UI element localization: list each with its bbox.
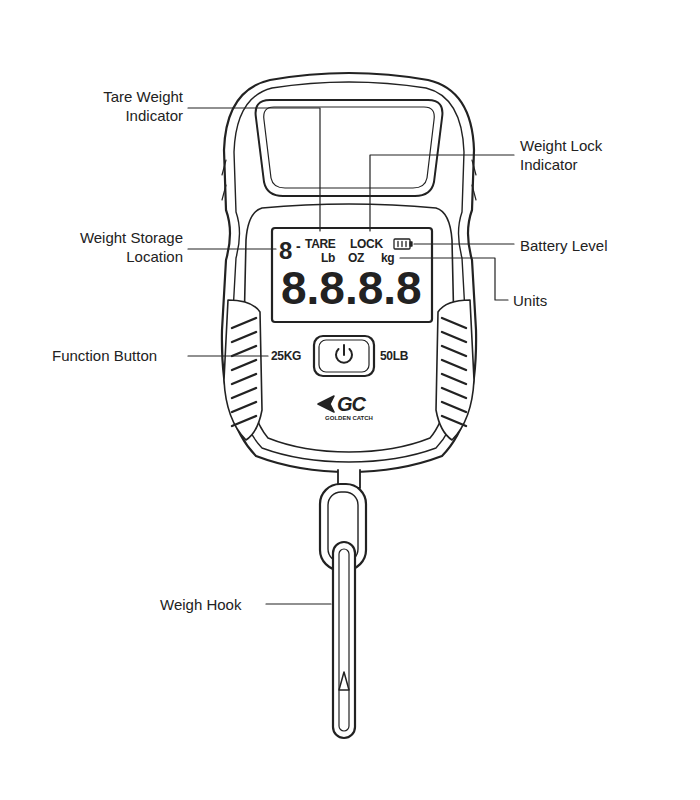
callout-label: Weight Storage Location <box>48 228 183 266</box>
callout-label: Weight Lock Indicator <box>520 136 632 174</box>
handle-hole-inner <box>264 107 435 188</box>
lcd-minus: - <box>296 238 301 256</box>
grip-rib <box>232 416 256 426</box>
callout-label: Tare Weight Indicator <box>83 87 183 125</box>
scale-body-inner <box>232 82 466 462</box>
callout-label: Units <box>513 291 547 310</box>
left-grip <box>224 300 262 440</box>
grip-rib <box>232 374 256 384</box>
grip-rib <box>442 360 466 370</box>
weigh-hook <box>333 542 355 738</box>
grip-rib <box>232 318 256 328</box>
side-bumps <box>222 160 476 200</box>
front-face <box>244 204 454 452</box>
grip-rib <box>232 346 256 356</box>
leader-lines <box>188 108 514 604</box>
scale-body <box>222 73 476 472</box>
weigh-hook-inner <box>339 549 349 731</box>
brand-name: GOLDEN CATCH <box>312 415 386 423</box>
capacity-label: 50LB <box>380 349 408 364</box>
grip-rib <box>442 374 466 384</box>
grip-rib <box>232 332 256 342</box>
grip-rib <box>442 402 466 412</box>
callout-label: Function Button <box>52 346 157 365</box>
grip-rib <box>442 346 466 356</box>
grip-rib <box>442 416 466 426</box>
function-button <box>314 336 374 376</box>
lcd-digits: 8.8.8.8 <box>281 264 422 312</box>
lcd-storage-digit: 8 <box>279 236 292 266</box>
grip-rib <box>232 360 256 370</box>
battery-icon <box>394 239 412 249</box>
grip-rib <box>232 388 256 398</box>
right-grip <box>436 300 474 440</box>
grip-rib <box>442 332 466 342</box>
power-icon <box>336 345 352 363</box>
grip-rib <box>442 388 466 398</box>
callout-label: Battery Level <box>520 236 608 255</box>
capacity-label: 25KG <box>271 349 301 364</box>
callout-label: Weigh Hook <box>160 595 241 614</box>
grip-rib <box>232 402 256 412</box>
lcd-screen <box>272 228 432 322</box>
logo-mark <box>318 396 334 412</box>
hook-tip <box>339 672 349 690</box>
lcd-indicator: LOCK <box>350 237 383 252</box>
grip-rib <box>442 318 466 328</box>
handle-hole <box>256 100 443 196</box>
function-button-inner <box>319 340 369 372</box>
lcd-indicator: TARE <box>305 237 336 252</box>
brand-logo: GC <box>337 392 365 417</box>
